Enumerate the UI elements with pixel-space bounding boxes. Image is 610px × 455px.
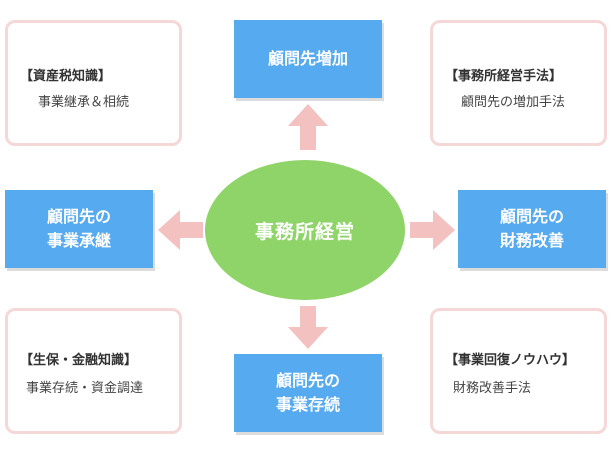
- box-subtitle: 顧問先の増加手法: [461, 95, 566, 110]
- center-label: 事務所経営: [254, 220, 355, 243]
- box-label-line: 事業存続: [275, 395, 340, 414]
- client-financial-improvement-box: 顧問先の 財務改善: [458, 190, 606, 268]
- box-subtitle: 財務改善手法: [453, 381, 532, 396]
- box-title: 【事務所経営手法】: [445, 69, 563, 84]
- client-increase-box: 顧問先増加: [234, 20, 382, 98]
- box-insurance-finance-knowledge: 【生保・金融知識】 事業存続・資金調達: [5, 308, 182, 434]
- arrow-left: [158, 210, 203, 250]
- arrow-down: [288, 306, 328, 349]
- box-title: 【資産税知識】: [20, 69, 112, 84]
- box-business-recovery-knowhow: 【事業回復ノウハウ】 財務改善手法: [430, 308, 607, 434]
- box-office-management-method: 【事務所経営手法】 顧問先の増加手法: [430, 20, 607, 146]
- box-label-line: 顧問先の: [46, 207, 111, 226]
- client-succession-box: 顧問先の 事業承継: [5, 190, 153, 268]
- box-title: 【事業回復ノウハウ】: [445, 353, 576, 368]
- box-label-line: 顧問先の: [499, 207, 564, 226]
- box-label-line: 顧問先の: [275, 371, 340, 390]
- office-management-center: 事務所経営: [205, 160, 405, 300]
- box-label-line: 顧問先増加: [267, 49, 348, 68]
- box-asset-tax-knowledge: 【資産税知識】 事業継承＆相続: [5, 20, 182, 146]
- box-subtitle: 事業存続・資金調達: [26, 381, 144, 396]
- box-title: 【生保・金融知識】: [20, 353, 138, 368]
- box-label-line: 事業承継: [46, 231, 111, 250]
- arrow-right: [410, 210, 455, 250]
- box-subtitle: 事業継承＆相続: [38, 95, 130, 110]
- arrow-up: [288, 104, 328, 150]
- client-business-continuity-box: 顧問先の 事業存続: [234, 354, 382, 432]
- box-label-line: 財務改善: [499, 231, 564, 250]
